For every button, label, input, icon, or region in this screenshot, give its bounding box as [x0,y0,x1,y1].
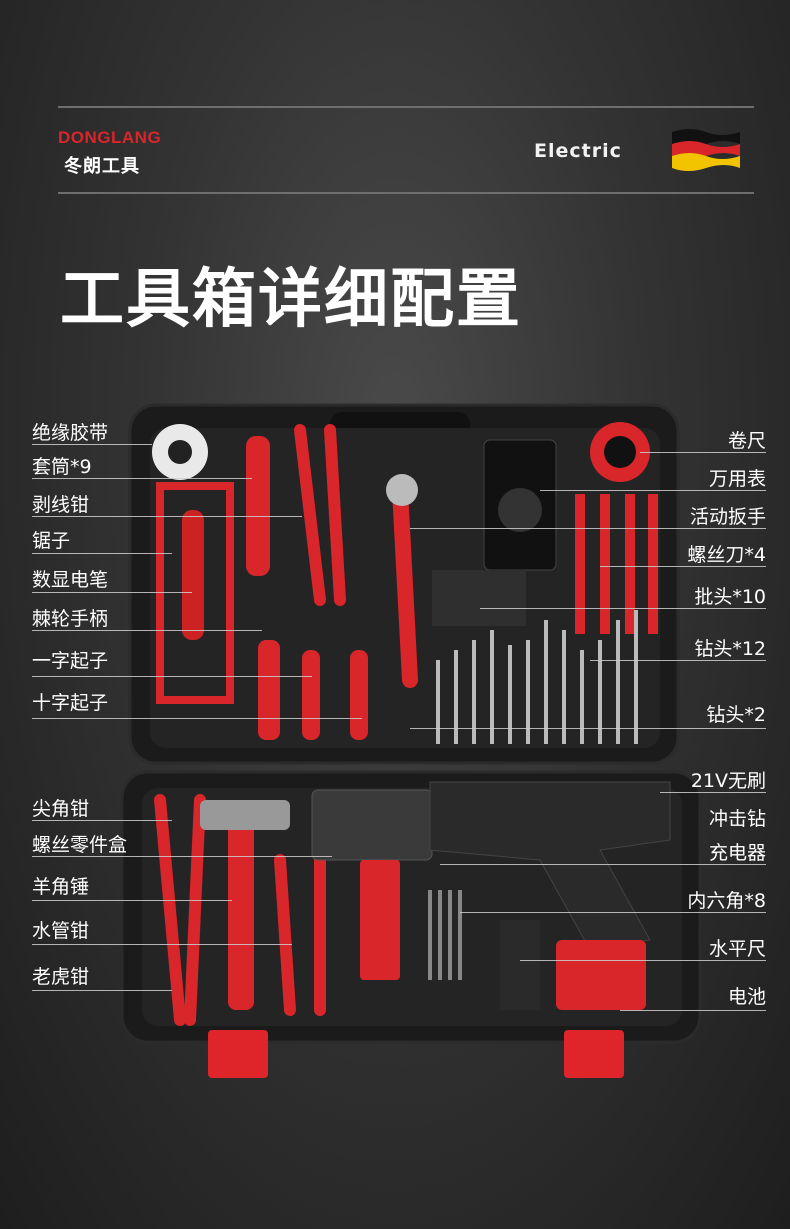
leader-line [32,553,172,554]
page-title: 工具箱详细配置 [60,263,522,337]
label-battery: 电池 [727,986,766,1008]
leader-line [640,452,766,453]
label-bits: 批头*10 [694,586,766,608]
leader-line [590,660,766,661]
label-voltage-pen: 数显电笔 [32,569,109,591]
electric-tagline: Electric [534,140,622,162]
label-claw-hammer: 羊角锤 [32,876,90,898]
german-flag-icon [672,129,740,171]
leader-line [32,856,332,857]
leader-line [660,792,766,793]
leader-line [32,820,172,821]
label-pipe-wrench: 水管钳 [32,920,90,942]
leader-line [540,490,766,491]
leader-line [32,444,152,445]
label-drill-bits-2: 钻头*2 [706,704,766,726]
leader-line [32,592,192,593]
label-tape-measure: 卷尺 [727,430,766,452]
label-needle-nose-pliers: 尖角钳 [32,798,90,820]
leader-line [600,566,766,567]
label-parts-box: 螺丝零件盒 [32,834,128,856]
leader-line [410,728,766,729]
brand-name-cn: 冬朗工具 [64,156,140,177]
leader-line [32,944,292,945]
top-divider [58,106,754,108]
leader-line [440,864,766,865]
label-flat-screwdriver: 一字起子 [32,650,109,672]
leader-line [32,718,362,719]
leader-line [410,528,766,529]
leader-line [32,516,302,517]
label-ratchet-handle: 棘轮手柄 [32,608,109,630]
header-divider [58,192,754,194]
label-wire-stripper: 剥线钳 [32,494,90,516]
label-socket-set: 套筒*9 [32,456,92,478]
leader-line [32,478,252,479]
leader-line [32,676,312,677]
label-charger: 充电器 [708,842,766,864]
label-multimeter: 万用表 [708,468,766,490]
leader-line [460,912,766,913]
label-combination-pliers: 老虎钳 [32,966,90,988]
label-21v-brushless: 21V无刷 [690,770,766,792]
leader-line [520,960,766,961]
label-spirit-level: 水平尺 [708,938,766,960]
label-hex-keys: 内六角*8 [687,890,766,912]
leader-line [32,900,232,901]
label-phillips-screwdriver: 十字起子 [32,692,109,714]
label-screwdrivers: 螺丝刀*4 [687,544,766,566]
leader-line [32,990,172,991]
leader-line [620,1010,766,1011]
label-drill-bits-12: 钻头*12 [694,638,766,660]
label-adjustable-wrench: 活动扳手 [689,506,766,528]
label-impact-drill: 冲击钻 [708,808,766,830]
label-saw: 锯子 [32,530,71,552]
leader-line [32,630,262,631]
leader-line [480,608,766,609]
label-insulation-tape: 绝缘胶带 [32,422,109,444]
brand-name-en: DONGLANG [58,128,162,147]
